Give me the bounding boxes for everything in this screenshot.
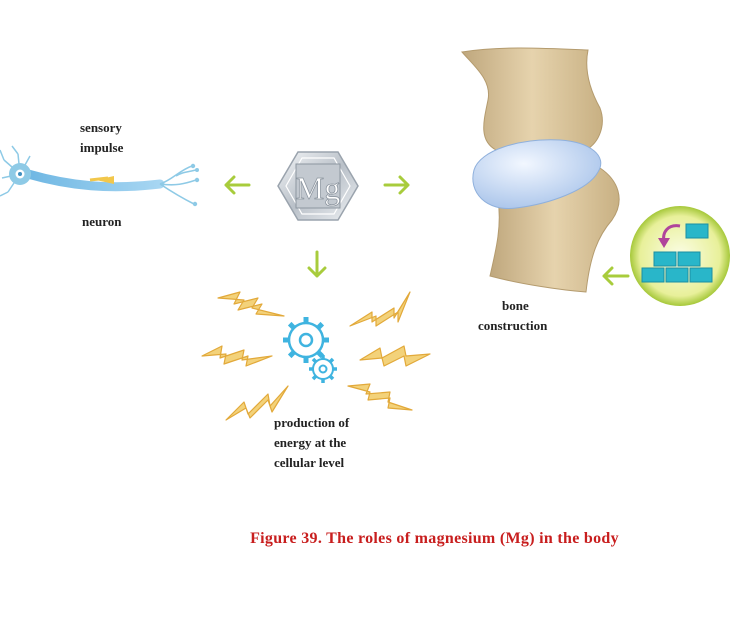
energy-label-line3: cellular level bbox=[274, 455, 345, 470]
bone-construction-label-line1: bone bbox=[502, 298, 529, 313]
energy-label-line2: energy at the bbox=[274, 435, 347, 450]
bone-joint-icon bbox=[461, 47, 620, 293]
neuron-label: neuron bbox=[82, 214, 122, 229]
neuron-icon bbox=[0, 145, 200, 207]
mg-symbol: Mg bbox=[296, 170, 340, 206]
sensory-impulse-label-line2: impulse bbox=[80, 140, 124, 155]
bricks-icon bbox=[630, 206, 730, 306]
bone-construction-label-line2: construction bbox=[478, 318, 548, 333]
sensory-impulse-label-line1: sensory bbox=[80, 120, 122, 135]
gears-icon bbox=[283, 317, 337, 383]
arrow-left bbox=[224, 175, 251, 195]
mg-hexagon-icon: Mg bbox=[277, 151, 359, 221]
arrow-left-bone bbox=[602, 266, 630, 286]
figure-caption: Figure 39. The roles of magnesium (Mg) i… bbox=[250, 530, 619, 547]
energy-label-line1: production of bbox=[274, 415, 350, 430]
arrow-right bbox=[383, 175, 410, 195]
arrow-down bbox=[307, 250, 327, 278]
lightning-icon bbox=[201, 291, 431, 421]
